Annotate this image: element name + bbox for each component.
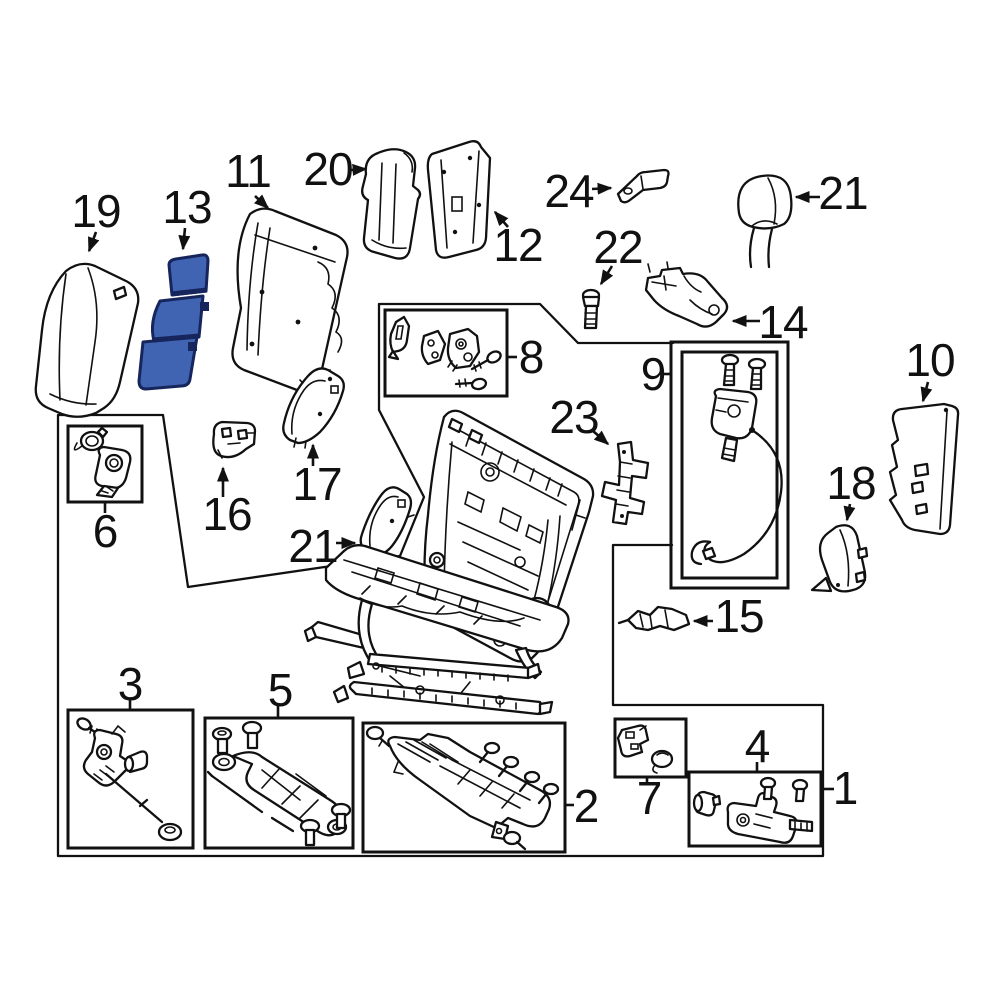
part-10-side-panel-drawing (888, 402, 960, 536)
callout-arrows (87, 163, 933, 807)
box-4 (687, 770, 823, 848)
callout-23: 23 (549, 391, 599, 443)
part-15-link-drawing (617, 605, 691, 632)
callout-1: 1 (832, 762, 859, 814)
callout-20: 20 (303, 143, 353, 195)
callout-21-trim: 21 (288, 520, 338, 572)
part-22-stud-drawing (581, 288, 601, 330)
callout-3: 3 (117, 658, 144, 710)
part-13-highlighted-pad-drawing (137, 253, 210, 391)
part-17-trim-arm-drawing (282, 367, 345, 449)
seat-frame-drawing (303, 409, 595, 716)
group-outline (56, 302, 825, 858)
callout-11: 11 (225, 145, 272, 197)
callout-2: 2 (573, 780, 600, 832)
part-20-back-panel-drawing (361, 148, 422, 260)
part-21-headrest-drawing (737, 174, 793, 269)
part-6-contents-drawing (73, 426, 132, 499)
callout-7: 7 (636, 772, 663, 824)
part-18-cover-drawing (810, 524, 869, 593)
part-4-contents-drawing (692, 776, 814, 844)
box-9-outer (669, 340, 790, 590)
box-8 (383, 308, 509, 398)
sub-boxes (66, 308, 823, 854)
part-9-contents-drawing (690, 353, 783, 566)
callout-16: 16 (202, 488, 252, 540)
callout-9: 9 (640, 348, 667, 400)
callout-6: 6 (92, 505, 119, 557)
part-3-contents-drawing (76, 717, 183, 842)
part-19-cushion-drawing (34, 262, 140, 418)
callout-22: 22 (593, 221, 643, 273)
callout-14: 14 (758, 296, 808, 348)
callout-4: 4 (744, 720, 771, 772)
callout-15: 15 (714, 590, 764, 642)
part-5-contents-drawing (206, 720, 352, 847)
callout-13: 13 (162, 181, 212, 233)
part-2-contents-drawing (365, 725, 560, 851)
box-7 (613, 717, 688, 779)
callout-18: 18 (826, 457, 876, 509)
callout-21-headrest: 21 (818, 167, 868, 219)
box-2 (361, 721, 567, 854)
box-9-inner (680, 350, 779, 580)
callout-5: 5 (267, 664, 294, 716)
part-24-bracket-drawing (616, 168, 670, 204)
part-11-back-frame-drawing (231, 207, 349, 393)
callout-19: 19 (71, 185, 121, 237)
callout-10: 10 (905, 334, 955, 386)
part-12-back-panel-drawing (426, 140, 492, 259)
callout-12: 12 (493, 219, 543, 271)
part-7-contents-drawing (616, 724, 674, 774)
part-14-guide-bracket-drawing (644, 261, 729, 328)
callout-17: 17 (292, 458, 342, 510)
callout-8: 8 (518, 331, 545, 383)
part-23-hinge-drawing (600, 440, 650, 526)
part-8-contents-drawing (387, 315, 502, 391)
callout-24: 24 (544, 165, 594, 217)
part-16-bracket-drawing (212, 420, 257, 459)
